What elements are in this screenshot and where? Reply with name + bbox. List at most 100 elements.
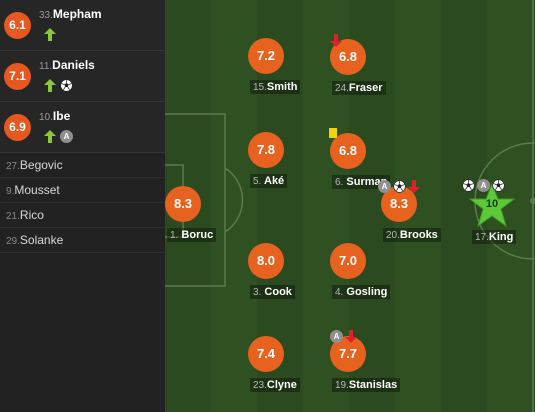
rating-badge: 10 xyxy=(485,198,499,210)
shirt-number: 17. xyxy=(475,232,489,243)
bench-player[interactable]: 9.Mousset xyxy=(0,178,165,203)
sub-in-arrow-icon xyxy=(44,28,56,41)
goal-ball-icon xyxy=(393,180,406,193)
assist-icon: A xyxy=(477,179,490,192)
player-label: 10.Ibe xyxy=(39,109,70,123)
rating-badge: 6.9 xyxy=(4,114,31,141)
sub-out-arrow-icon xyxy=(408,180,420,193)
shirt-number: 21. xyxy=(6,211,20,222)
rating-badge: 8.3 xyxy=(165,186,201,222)
event-icons: A xyxy=(44,130,73,143)
shirt-number: 15. xyxy=(253,82,267,93)
fraser-events xyxy=(330,34,342,47)
player-marker-cook[interactable]: 8.0 3. Cook xyxy=(248,243,295,299)
player-label: 6. Surman xyxy=(332,175,391,189)
shirt-number: 3. xyxy=(253,287,262,298)
player-marker-ake[interactable]: 7.8 5. Aké xyxy=(248,132,288,188)
player-label: 17.King xyxy=(472,230,517,244)
player-name: Clyne xyxy=(266,379,297,391)
player-name: Smith xyxy=(266,81,298,93)
player-marker-brooks[interactable]: 8.3 20.Brooks xyxy=(381,186,441,242)
rating-badge: 6.8 xyxy=(330,133,366,169)
goal-ball-icon xyxy=(462,179,475,192)
player-name: Brooks xyxy=(399,229,438,241)
player-marker-king[interactable]: 10 17.King xyxy=(468,182,517,244)
shirt-number: 23. xyxy=(253,380,267,391)
event-icons xyxy=(44,28,56,41)
bench-player[interactable]: 27.Begovic xyxy=(0,153,165,178)
rating-badge: 6.1 xyxy=(4,12,31,39)
sub-in-arrow-icon xyxy=(44,130,56,143)
shirt-number: 6. xyxy=(335,177,344,188)
event-icons xyxy=(44,79,73,92)
player-marker-gosling[interactable]: 7.0 4. Gosling xyxy=(330,243,391,299)
player-name: Mousset xyxy=(14,183,60,197)
player-label: 4. Gosling xyxy=(332,285,391,299)
lineup-sidebar: 6.1 33.Mepham 7.1 11.Daniels 6.9 10.Ibe … xyxy=(0,0,165,412)
shirt-number: 10. xyxy=(39,112,53,123)
substitute-row[interactable]: 6.1 33.Mepham xyxy=(0,0,165,51)
bench-player[interactable]: 29.Solanke xyxy=(0,228,165,253)
pitch: 8.3 1. Boruc 7.2 15.Smith 7.8 5. Aké 8.0… xyxy=(165,0,535,412)
shirt-number: 19. xyxy=(335,380,349,391)
player-label: 33.Mepham xyxy=(39,7,102,21)
rating-badge: 8.0 xyxy=(248,243,284,279)
player-name: Rico xyxy=(19,208,44,222)
player-label: 23.Clyne xyxy=(250,378,300,392)
shirt-number: 5. xyxy=(253,176,262,187)
shirt-number: 27. xyxy=(6,161,20,172)
man-of-the-match-star-icon xyxy=(468,182,516,228)
shirt-number: 20. xyxy=(386,230,400,241)
yellow-card-icon xyxy=(329,128,337,138)
goal-ball-icon xyxy=(60,79,73,92)
shirt-number: 4. xyxy=(335,287,344,298)
rating-badge: 7.0 xyxy=(330,243,366,279)
player-label: 19.Stanislas xyxy=(332,378,401,392)
rating-badge: 7.8 xyxy=(248,132,284,168)
stanislas-events: A xyxy=(330,330,357,343)
player-name: Stanislas xyxy=(348,379,398,391)
player-name: Solanke xyxy=(19,233,64,247)
player-label: 20.Brooks xyxy=(383,228,441,242)
player-label: 15.Smith xyxy=(250,80,301,94)
player-name: Boruc xyxy=(181,229,214,241)
rating-badge: 7.2 xyxy=(248,38,284,74)
player-name: Surman xyxy=(346,176,388,188)
shirt-number: 9. xyxy=(6,186,15,197)
player-name: Cook xyxy=(264,286,292,298)
assist-icon: A xyxy=(330,330,343,343)
player-label: 3. Cook xyxy=(250,285,295,299)
player-label: 11.Daniels xyxy=(39,58,95,72)
player-name: Begovic xyxy=(19,158,63,172)
assist-icon: A xyxy=(378,180,391,193)
player-name: King xyxy=(488,231,514,243)
player-marker-stanislas[interactable]: 7.7 19.Stanislas xyxy=(330,336,401,392)
rating-badge: 7.1 xyxy=(4,63,31,90)
player-name: Mepham xyxy=(52,7,102,21)
king-events: A xyxy=(462,179,505,192)
shirt-number: 1. xyxy=(170,230,179,241)
assist-icon: A xyxy=(60,130,73,143)
player-marker-fraser[interactable]: 6.8 24.Fraser xyxy=(330,39,386,95)
shirt-number: 24. xyxy=(335,83,349,94)
player-marker-clyne[interactable]: 7.4 23.Clyne xyxy=(248,336,300,392)
player-name: Daniels xyxy=(52,58,95,72)
player-marker-boruc[interactable]: 8.3 1. Boruc xyxy=(165,186,217,242)
shirt-number: 33. xyxy=(39,10,53,21)
substitute-row[interactable]: 6.9 10.Ibe A xyxy=(0,102,165,153)
player-label: 1. Boruc xyxy=(167,228,217,242)
sub-out-arrow-icon xyxy=(330,34,342,47)
player-label: 24.Fraser xyxy=(332,81,386,95)
player-marker-smith[interactable]: 7.2 15.Smith xyxy=(248,38,301,94)
brooks-events: A xyxy=(378,180,420,193)
player-name: Ibe xyxy=(52,109,71,123)
goal-ball-icon xyxy=(492,179,505,192)
bench-player[interactable]: 21.Rico xyxy=(0,203,165,228)
shirt-number: 11. xyxy=(39,61,53,72)
player-marker-surman[interactable]: 6.8 6. Surman xyxy=(330,133,391,189)
player-name: Aké xyxy=(264,175,285,187)
substitute-row[interactable]: 7.1 11.Daniels xyxy=(0,51,165,102)
player-name: Fraser xyxy=(348,82,383,94)
rating-badge: 7.4 xyxy=(248,336,284,372)
player-label: 5. Aké xyxy=(250,174,288,188)
